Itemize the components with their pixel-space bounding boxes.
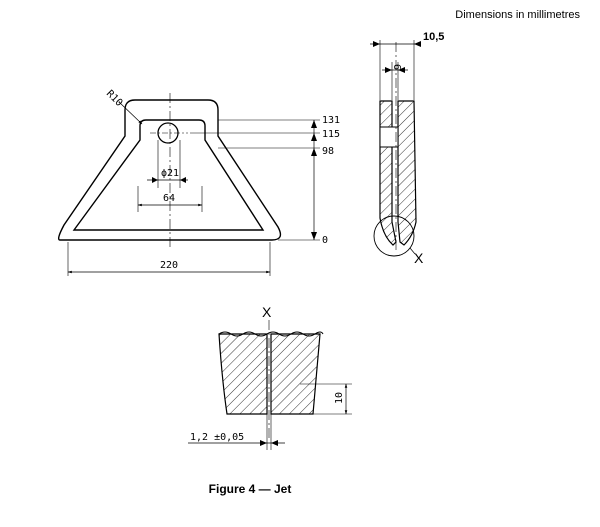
side-section-left: [379, 100, 397, 246]
inner-width-label: 64: [163, 193, 175, 204]
hole-diameter-label: ϕ21: [161, 168, 179, 179]
jet-outline: [57, 99, 282, 241]
radius-leader: [118, 101, 143, 125]
side-section-right: [397, 100, 417, 246]
thickness-label: 10,5: [423, 31, 444, 43]
detail-view: [188, 320, 352, 450]
figure-caption: Figure 4 — Jet: [208, 482, 292, 496]
depth-label: 10: [334, 392, 345, 404]
height-label-115: 115: [322, 129, 340, 140]
height-label-131: 131: [322, 115, 340, 126]
units-note: Dimensions in millimetres: [455, 9, 580, 21]
detail-circle: [373, 215, 415, 257]
overall-width-label: 220: [160, 260, 178, 271]
detail-section-right: [270, 333, 321, 415]
radius-label: R10: [104, 88, 125, 109]
detail-break-line: [218, 331, 324, 337]
slot-label: 6: [391, 64, 402, 70]
side-slot: [379, 126, 399, 148]
front-view: [57, 93, 320, 276]
detail-section-left: [218, 333, 268, 415]
detail-marker-label: X: [414, 250, 424, 266]
detail-title: X: [262, 304, 272, 320]
side-view: [370, 40, 421, 257]
height-label-98: 98: [322, 146, 334, 157]
gap-label: 1,2 ±0,05: [190, 432, 244, 443]
height-label-0: 0: [322, 235, 328, 246]
detail-leader: [409, 247, 416, 255]
